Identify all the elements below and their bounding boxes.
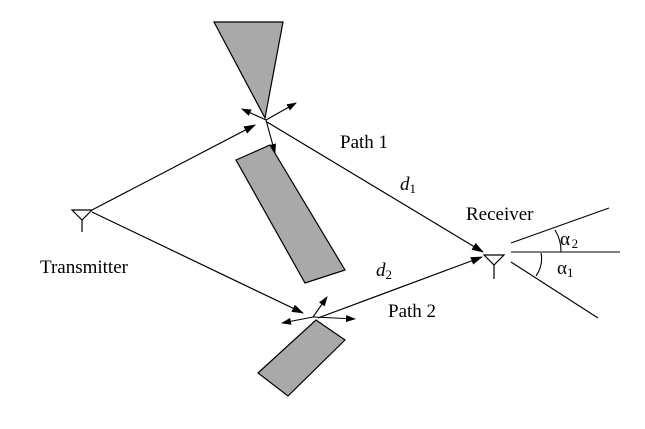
alpha1-label: α1 [557, 259, 573, 279]
tx-to-reflector1-ray [91, 124, 256, 211]
alpha1-symbol: α [557, 258, 567, 279]
distance-d1-label: d1 [400, 175, 416, 195]
scatter-arrows-1 [241, 102, 297, 154]
d2-letter: d [376, 260, 386, 281]
d2-subscript: 2 [385, 267, 393, 282]
receiver-label: Receiver [466, 204, 534, 225]
alpha1-subscript: 1 [566, 265, 574, 280]
path1-label: Path 1 [340, 132, 389, 153]
transmitter-antenna-icon [70, 209, 94, 232]
d1-letter: d [400, 174, 410, 195]
alpha1-arc [535, 252, 543, 277]
transmitter-label: Transmitter [40, 257, 128, 278]
path2-label: Path 2 [388, 301, 437, 322]
path1-ray [266, 121, 484, 253]
distance-d2-label: d2 [376, 261, 392, 281]
alpha2-subscript: 2 [571, 236, 579, 251]
top-triangle-scatterer [213, 21, 284, 120]
alpha2-arc [554, 229, 562, 253]
middle-slab-scatterer [235, 144, 346, 284]
angle-reference-lines [510, 207, 620, 319]
scatter-arrows-2 [281, 296, 356, 325]
tx-to-reflector2-ray [91, 211, 304, 314]
path2-ray [317, 256, 483, 319]
bottom-slab-scatterer [257, 319, 346, 397]
receiver-antenna-icon [482, 254, 506, 279]
d1-subscript: 1 [409, 181, 417, 196]
alpha2-label: α 2 [560, 230, 578, 250]
alpha2-symbol: α [560, 229, 570, 250]
